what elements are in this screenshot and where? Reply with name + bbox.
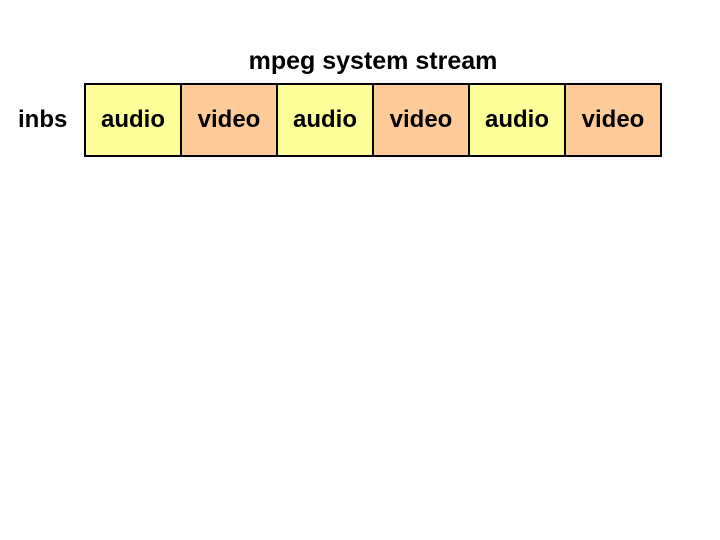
stream-cell-audio: audio — [276, 83, 374, 157]
slide-title: mpeg system stream — [248, 47, 498, 75]
stream-cell-video: video — [564, 83, 662, 157]
stream-cell-audio: audio — [468, 83, 566, 157]
stream-row-label: inbs — [18, 106, 68, 133]
stream-cell-video: video — [180, 83, 278, 157]
stream-cell-audio: audio — [84, 83, 182, 157]
stream-cell-video: video — [372, 83, 470, 157]
